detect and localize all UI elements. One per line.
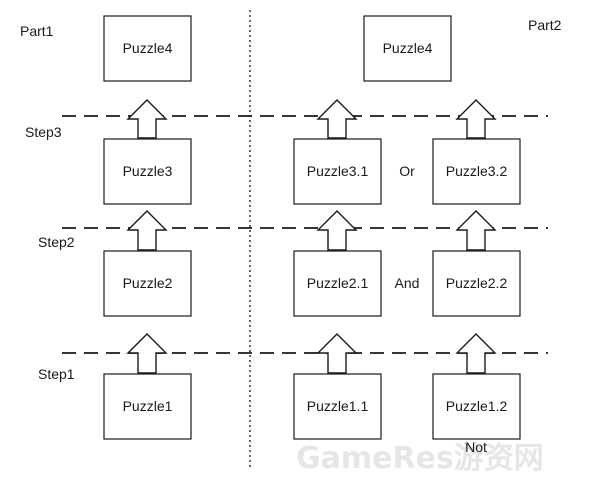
part1-arrow-1-to-2	[126, 333, 168, 374]
part2-puzzle4-label: Puzzle4	[383, 40, 433, 56]
part2-puzzle2-2-label: Puzzle2.2	[446, 275, 508, 291]
part2-puzzle3-1-node: Puzzle3.1	[293, 138, 382, 205]
part2-puzzle3-2-label: Puzzle3.2	[446, 163, 508, 179]
part1-puzzle2-label: Puzzle2	[123, 275, 173, 291]
step3-label: Step3	[25, 124, 62, 140]
or-connector: Or	[399, 163, 415, 179]
part2-puzzle1-1-label: Puzzle1.1	[307, 398, 369, 414]
part1-puzzle3-label: Puzzle3	[123, 163, 173, 179]
part2-puzzle3-1-label: Puzzle3.1	[307, 163, 369, 179]
and-connector: And	[395, 275, 420, 291]
part2-puzzle2-2-node: Puzzle2.2	[432, 250, 521, 317]
part1-arrow-2-to-3	[126, 210, 168, 251]
part2-arrow-2-2-to-3-2	[455, 210, 497, 251]
part1-puzzle4-label: Puzzle4	[123, 40, 173, 56]
part2-puzzle2-1-node: Puzzle2.1	[293, 250, 382, 317]
part1-puzzle4-node: Puzzle4	[103, 15, 192, 82]
part1-puzzle1-node: Puzzle1	[103, 373, 192, 440]
part2-puzzle4-node: Puzzle4	[363, 15, 452, 82]
watermark: GameRes游资网	[296, 441, 544, 476]
part1-puzzle1-label: Puzzle1	[123, 398, 173, 414]
part1-arrow-3-to-4	[126, 99, 168, 139]
part2-puzzle2-1-label: Puzzle2.1	[307, 275, 369, 291]
part2-label: Part2	[528, 17, 562, 33]
step2-label: Step2	[38, 234, 75, 250]
part1-label: Part1	[20, 23, 54, 39]
part2-arrow-3-1-to-4	[316, 99, 358, 139]
step1-label: Step1	[38, 366, 75, 382]
part1-puzzle3-node: Puzzle3	[103, 138, 192, 205]
part2-arrow-3-2-to-4	[455, 99, 497, 139]
part2-puzzle1-1-node: Puzzle1.1	[293, 373, 382, 440]
part2-arrow-1-1-to-2-1	[316, 333, 358, 374]
part2-arrow-1-2-to-2-2	[455, 333, 497, 374]
part2-puzzle1-2-node: Puzzle1.2	[432, 373, 521, 440]
part1-puzzle2-node: Puzzle2	[103, 250, 192, 317]
part2-puzzle1-2-label: Puzzle1.2	[446, 398, 508, 414]
part2-arrow-2-1-to-3-1	[316, 210, 358, 251]
part2-puzzle3-2-node: Puzzle3.2	[432, 138, 521, 205]
not-connector: Not	[465, 439, 487, 455]
